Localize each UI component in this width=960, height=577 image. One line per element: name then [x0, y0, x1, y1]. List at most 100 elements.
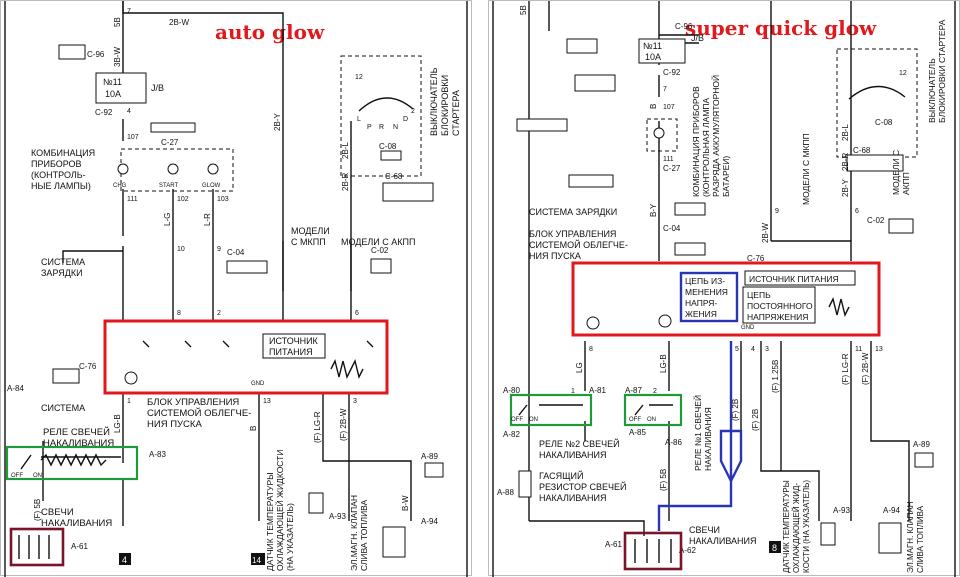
- selector-letter-2: 2: [411, 108, 415, 115]
- selector-letter-n: N: [393, 124, 398, 131]
- ecu-label-2: СИСТЕМОЙ ОБЛЕГЧЕ-: [529, 239, 628, 250]
- selector-letter-r: R: [379, 124, 384, 131]
- wire-label-f2bw: (F) 2B-W: [861, 352, 870, 385]
- ecu-lamp-icon: [586, 316, 600, 330]
- relay-highlight-box: [5, 445, 139, 481]
- connector-block-c92: C-92: [95, 108, 113, 117]
- fuse-box: [638, 38, 686, 64]
- pin-5: 5: [735, 346, 739, 353]
- pin-9: 9: [775, 208, 779, 215]
- ecu-highlight-box: [103, 319, 389, 395]
- svg-text:БЛОКИРОВКИ: БЛОКИРОВКИ: [440, 75, 450, 136]
- gnd-label: GND: [741, 325, 755, 331]
- wire-label-lg: L-G: [163, 213, 172, 226]
- wire-label-f2b-9: (F) 2B: [751, 409, 760, 431]
- pin-4: 4: [127, 108, 131, 115]
- pin-6: 6: [855, 208, 859, 215]
- connector-label-a82: A-82: [503, 430, 520, 439]
- ecu-label-1: БЛОК УПРАВЛЕНИЯ: [529, 229, 616, 239]
- constant-voltage-box: [742, 286, 816, 324]
- connector-block-9: [914, 452, 934, 468]
- svg-text:C-96: C-96: [87, 50, 105, 59]
- svg-text:АКПП: АКПП: [901, 172, 911, 195]
- plugs-label-2: НАКАЛИВАНИЯ: [689, 536, 757, 546]
- pin-8: 8: [177, 310, 181, 317]
- connector-block-2: [574, 74, 616, 92]
- svg-text:НАКАЛИВАНИЯ: НАКАЛИВАНИЯ: [703, 407, 713, 471]
- left-schematic: auto glow №11 10A J/B CHG START GLOW КОМ…: [4, 1, 468, 577]
- glow-plugs-highlight-box: [623, 531, 683, 571]
- models-mt-label-2: С МКПП: [291, 237, 326, 247]
- relay-label-1: РЕЛЕ СВЕЧЕЙ: [43, 426, 110, 438]
- plugs-label-1: СВЕЧИ: [41, 507, 74, 518]
- constant-voltage-3: НАПРЯЖЕНИЯ: [747, 312, 808, 322]
- pin-2: 2: [217, 310, 221, 317]
- connector-label-a61: A-61: [605, 540, 622, 549]
- pin-11: 11: [855, 346, 862, 353]
- voltage-change-4: ЖЕНИЯ: [685, 309, 717, 319]
- wire-label-bw: B-W: [401, 495, 410, 511]
- selector-letter-l: L: [357, 116, 361, 123]
- ecu-resistors: [330, 358, 364, 380]
- pin-3: 3: [765, 346, 769, 353]
- svg-text:РАЗРЯДА АККУМУЛЯТОРНОЙ: РАЗРЯДА АККУМУЛЯТОРНОЙ: [710, 75, 721, 197]
- glow-plugs-highlight-box: [9, 527, 65, 567]
- relay-coil-icon: [40, 453, 107, 467]
- power-source-box: [262, 333, 326, 359]
- relay1-switch-icon: [634, 404, 673, 416]
- wire-label-f2bw: (F) 2B-W: [339, 408, 348, 441]
- svg-text:C-68: C-68: [385, 172, 403, 181]
- selector-arc: [358, 97, 414, 112]
- chg-lamp-icon: [653, 127, 665, 139]
- connector-label-a61: A-61: [71, 542, 88, 551]
- connector-label-c92: C-92: [663, 68, 681, 77]
- svg-text:ДАТЧИК ТЕМПЕРАТУРЫ: ДАТЧИК ТЕМПЕРАТУРЫ: [782, 480, 791, 573]
- connector-block-3: [516, 118, 568, 132]
- pin-103: 103: [217, 196, 229, 203]
- connector-block-c76: C-76: [52, 362, 97, 384]
- voltage-change-box: [679, 271, 739, 323]
- right-diagram-panel: super quick glow №11 10A J/B КОМБИНАЦИЯ …: [488, 0, 960, 577]
- ecu-label-3: НИЯ ПУСКА: [529, 251, 581, 261]
- wire-lg-lines: [584, 341, 670, 391]
- starter-switch-box: [340, 55, 422, 177]
- connector-block-5: [674, 202, 706, 216]
- glow-plugs-icon: [18, 535, 50, 559]
- constant-voltage-1: ЦЕПЬ: [747, 290, 771, 300]
- lamp-label-start: START: [159, 183, 178, 189]
- pin-12: 12: [899, 70, 907, 77]
- svg-text:C-02: C-02: [371, 246, 389, 255]
- connector-label-a85: A-85: [629, 428, 646, 437]
- glow-plugs-icon: [634, 539, 672, 563]
- connector-label-c76: C-76: [747, 254, 765, 263]
- connector-block-4: [568, 174, 614, 188]
- page-badge-14: [251, 553, 265, 565]
- plugs-label-1: СВЕЧИ: [689, 525, 720, 535]
- relay1-off-label: OFF: [629, 417, 641, 423]
- right-schematic: super quick glow №11 10A J/B КОМБИНАЦИЯ …: [492, 1, 956, 577]
- wire-label-flgr: (F) LG-R: [313, 411, 322, 443]
- wire-lower-right: [780, 341, 910, 521]
- ecu-transistors: [142, 340, 374, 348]
- page-badge-4-text: 4: [122, 555, 127, 565]
- wire-power-out: [740, 341, 820, 521]
- wire-label-5b: 5B: [519, 5, 528, 15]
- connector-label-a86: A-86: [665, 438, 682, 447]
- wire-label-2bl: 2B-L: [341, 142, 350, 159]
- pin-13: 13: [263, 398, 271, 405]
- pin-10: 10: [177, 246, 185, 253]
- svg-text:C-92: C-92: [95, 108, 113, 117]
- fuse-amperage: 10A: [645, 52, 661, 62]
- svg-text:ВЫКЛЮЧАТЕЛЬ: ВЫКЛЮЧАТЕЛЬ: [429, 67, 439, 136]
- svg-text:БАТАРЕИ): БАТАРЕИ): [721, 156, 731, 197]
- diagram-title: auto glow: [215, 20, 325, 44]
- fuse-amperage: 10A: [105, 89, 121, 99]
- relay1-on-label: ON: [647, 417, 656, 423]
- wire-models: [770, 1, 852, 241]
- cluster-label-3: (КОНТРОЛЬ-: [31, 170, 86, 180]
- svg-text:БЛОКИРОВКИ СТАРТЕРА: БЛОКИРОВКИ СТАРТЕРА: [937, 19, 947, 123]
- fuel-valve-label: ЭЛ.МАГН. КЛАПАН СЛИВА ТОПЛИВА: [906, 501, 925, 573]
- wire-label-2by: 2B-Y: [841, 179, 850, 197]
- svg-text:ОХЛАЖДАЮЩЕЙ ЖИДКОСТИ: ОХЛАЖДАЮЩЕЙ ЖИДКОСТИ: [274, 450, 285, 571]
- relay1-highlight-box: [623, 393, 683, 427]
